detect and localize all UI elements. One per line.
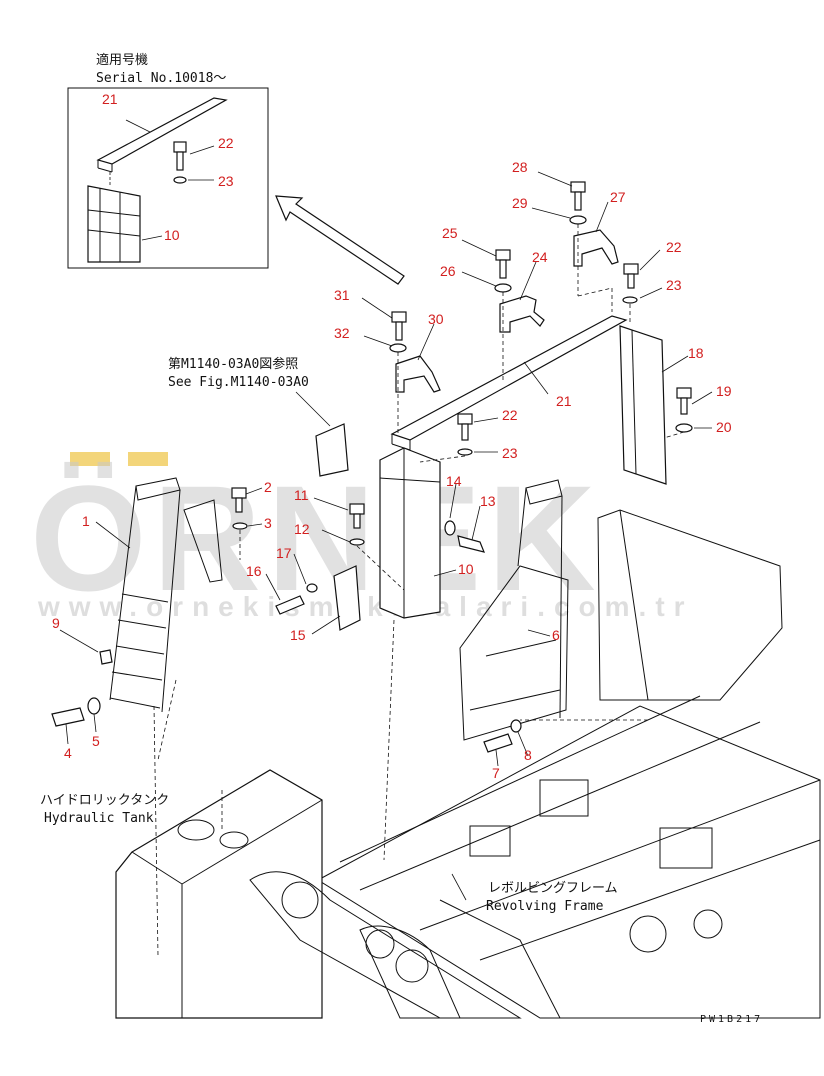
callout-11: 11 — [294, 487, 309, 503]
watermark-url: www.ornekismakinalari.com.tr — [37, 591, 694, 622]
callout-30: 30 — [428, 311, 444, 327]
callout-10-main: 10 — [458, 561, 474, 577]
callout-13: 13 — [480, 493, 496, 509]
callout-3: 3 — [264, 515, 272, 531]
callout-22-inset: 22 — [218, 135, 234, 151]
watermark-umlaut-right — [128, 452, 168, 466]
callout-10-inset: 10 — [164, 227, 180, 243]
callout-17: 17 — [276, 545, 292, 561]
leader-lines — [59, 171, 713, 767]
revolving-frame — [317, 509, 821, 1019]
callout-28: 28 — [512, 159, 528, 175]
direction-arrow — [275, 195, 405, 285]
hydraulic-tank-en: Hydraulic Tank — [44, 811, 154, 826]
callout-8: 8 — [524, 747, 532, 763]
hydraulic-tank — [115, 705, 323, 1019]
callout-22-right: 22 — [666, 239, 682, 255]
upper-hardware — [231, 181, 693, 631]
callout-23-mid: 23 — [502, 445, 518, 461]
callout-4: 4 — [64, 745, 72, 761]
callout-25: 25 — [442, 225, 458, 241]
callout-12: 12 — [294, 521, 310, 537]
callout-7: 7 — [492, 765, 500, 781]
callout-21-inset: 21 — [102, 91, 118, 107]
inset-serial: Serial No.10018〜 — [96, 71, 226, 86]
inset-detail: 適用号機 Serial No.10018〜 — [67, 52, 269, 269]
callout-22-mid: 22 — [502, 407, 518, 423]
callout-9: 9 — [52, 615, 60, 631]
callout-15: 15 — [290, 627, 306, 643]
callout-21-main: 21 — [556, 393, 572, 409]
callout-14: 14 — [446, 473, 462, 489]
callout-16: 16 — [246, 563, 262, 579]
revolving-frame-en: Revolving Frame — [486, 899, 604, 914]
boom — [249, 871, 561, 1019]
callout-19: 19 — [716, 383, 732, 399]
inset-title: 適用号機 — [96, 52, 148, 68]
callout-23-inset: 23 — [218, 173, 234, 189]
callout-23-right: 23 — [666, 277, 682, 293]
callout-26: 26 — [440, 263, 456, 279]
callout-18: 18 — [688, 345, 704, 361]
revolving-frame-jp: レボルビングフレーム — [488, 881, 618, 896]
ladder-left — [51, 477, 223, 727]
drawing-code: PW1B217 — [700, 1014, 763, 1025]
ladder-right — [459, 479, 569, 753]
callout-27: 27 — [610, 189, 626, 205]
assembly-lines — [157, 224, 685, 861]
see-fig-en: See Fig.M1140-03A0 — [168, 375, 309, 390]
callout-5: 5 — [92, 733, 100, 749]
inset-frame — [67, 87, 269, 269]
callout-32: 32 — [334, 325, 350, 341]
callout-24: 24 — [532, 249, 548, 265]
callout-31: 31 — [334, 287, 350, 303]
callout-6: 6 — [552, 627, 560, 643]
callout-20: 20 — [716, 419, 732, 435]
callout-2: 2 — [264, 479, 272, 495]
callout-1: 1 — [82, 513, 90, 529]
watermark-umlaut-left — [70, 452, 110, 466]
callouts: 21 22 23 10 28 29 27 25 24 26 22 23 31 3… — [52, 91, 732, 781]
callout-29: 29 — [512, 195, 528, 211]
see-fig-jp: 第M1140-03A0図参照 — [168, 356, 298, 372]
hydraulic-tank-jp: ハイドロリックタンク — [40, 793, 169, 808]
